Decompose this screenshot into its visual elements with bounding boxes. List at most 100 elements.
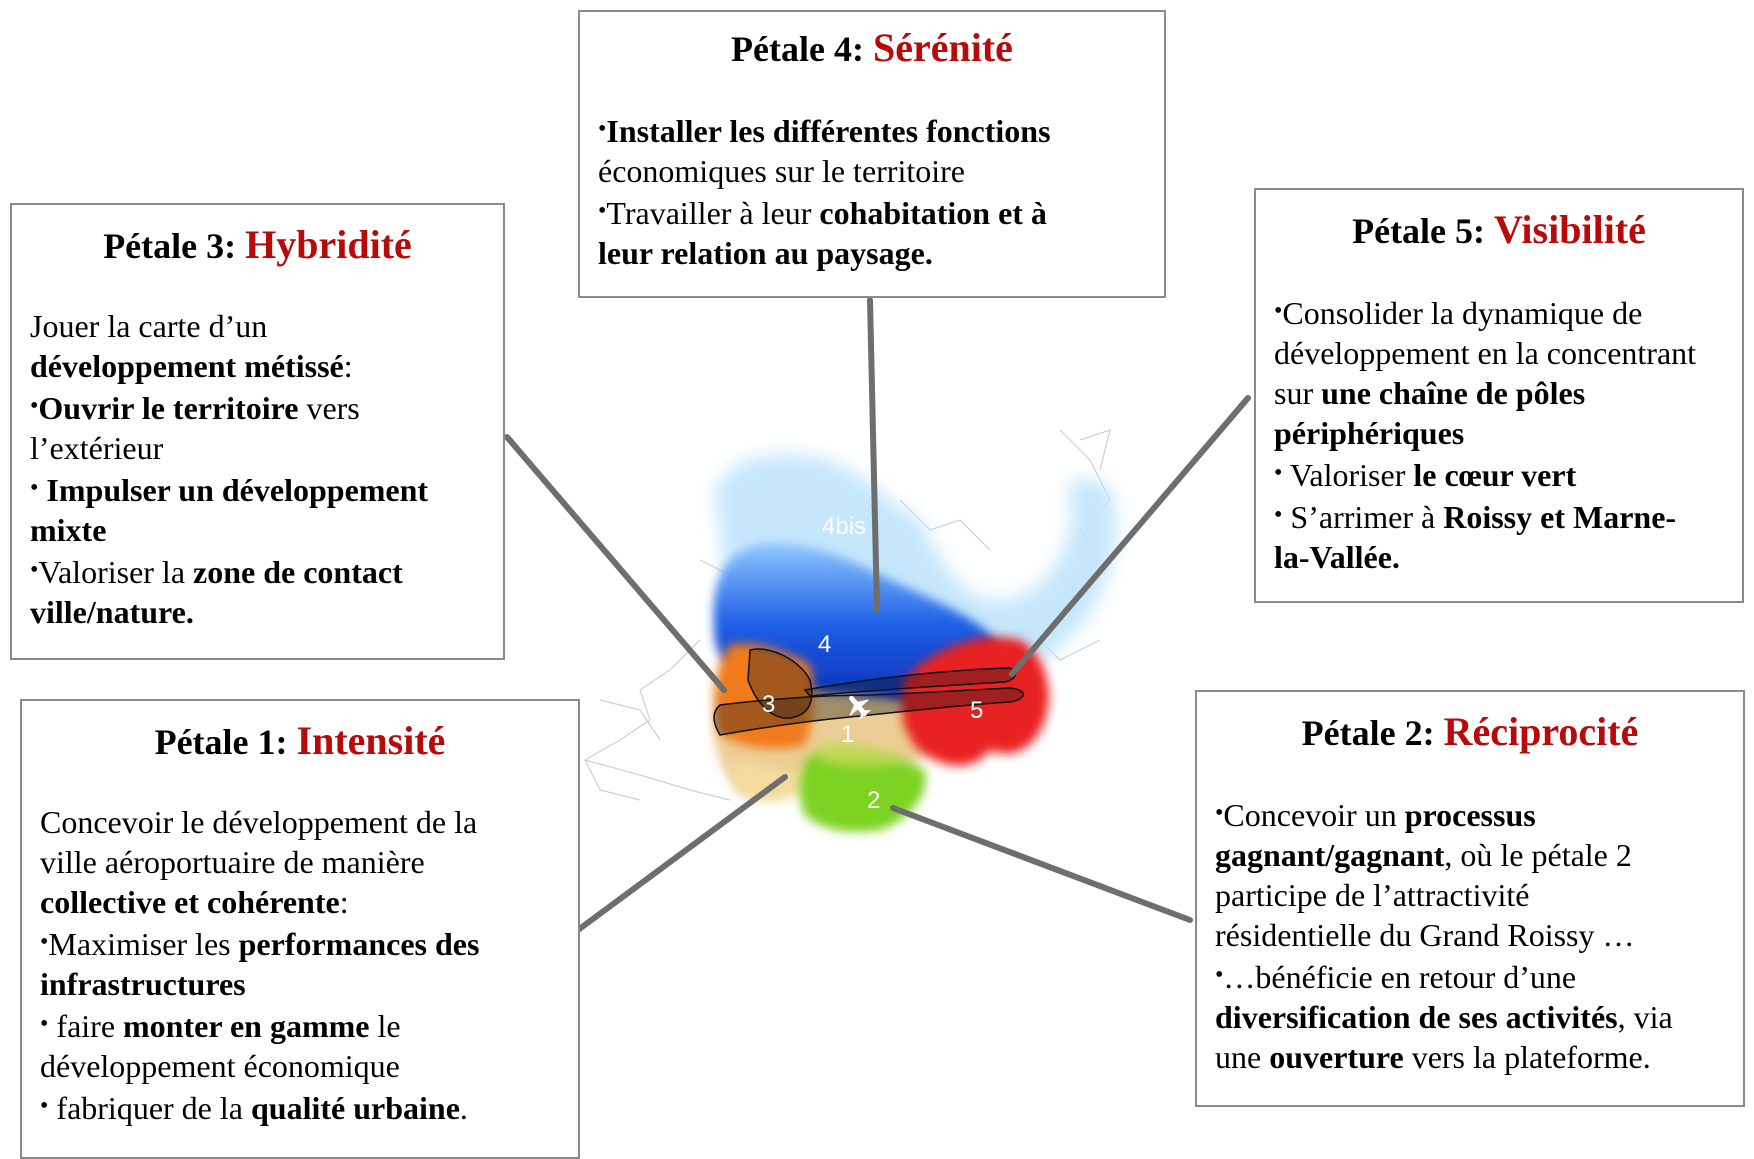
label-1: 1 xyxy=(841,721,854,748)
line-text: résidentielle du Grand Roissy … xyxy=(1215,917,1635,953)
petal-text-line: Concevoir le développement de la xyxy=(40,802,560,842)
connector-lines xyxy=(504,297,1251,933)
line-text: Concevoir le développement de la xyxy=(40,804,478,840)
bullet-icon: • xyxy=(1274,460,1283,486)
petal-5-box: Pétale 5: Visibilité•Consolider la dynam… xyxy=(1254,188,1744,603)
line-text: fabriquer de la xyxy=(48,1090,251,1126)
petal-text-line: •Concevoir un processus xyxy=(1215,793,1725,835)
line-emphasis: périphériques xyxy=(1274,415,1465,451)
label-3: 3 xyxy=(762,691,775,718)
petal-text-line: •Installer les différentes fonctions xyxy=(598,109,1146,151)
petal-text-line: •…bénéficie en retour d’une xyxy=(1215,955,1725,997)
bullet-icon: • xyxy=(1274,502,1283,528)
line-emphasis: leur relation au paysage. xyxy=(598,235,933,271)
line-emphasis: une chaîne de pôles xyxy=(1321,375,1586,411)
line-suffix: : xyxy=(339,884,349,920)
petal-title-keyword: Réciprocité xyxy=(1443,709,1639,754)
line-emphasis: Impulser un développement xyxy=(38,472,429,508)
petal-title-keyword: Intensité xyxy=(296,718,446,763)
bullet-icon: • xyxy=(598,116,607,142)
line-suffix: vers la plateforme. xyxy=(1403,1039,1651,1075)
petal-text-line: •Valoriser la zone de contact xyxy=(30,550,485,592)
line-text: Valoriser la xyxy=(38,554,194,590)
line-text: Travailler à leur xyxy=(606,195,820,231)
petal-text-line: infrastructures xyxy=(40,964,560,1004)
zone-3 xyxy=(714,643,814,749)
petal-title: Pétale 5: Visibilité xyxy=(1274,207,1724,252)
petal-text-line: •Consolider la dynamique de xyxy=(1274,291,1724,333)
line-text: l’extérieur xyxy=(30,430,164,466)
petal-text-line: sur une chaîne de pôles xyxy=(1274,373,1724,413)
line-emphasis: développement métissé xyxy=(30,348,344,384)
bullet-icon: • xyxy=(30,557,39,583)
line-suffix: : xyxy=(343,348,353,384)
petal-text-line: •Ouvrir le territoire vers xyxy=(30,386,485,428)
line-emphasis: qualité urbaine xyxy=(250,1090,460,1126)
petal-text-line: • faire monter en gamme le xyxy=(40,1004,560,1046)
bullet-icon: • xyxy=(1274,298,1283,324)
petal-title-prefix: Pétale 4: xyxy=(731,29,864,69)
bullet-icon: • xyxy=(30,475,39,501)
petal-text-line: diversification de ses activités, via xyxy=(1215,997,1725,1037)
petal-text-line: Jouer la carte d’un xyxy=(30,306,485,346)
bullet-icon: • xyxy=(40,1093,49,1119)
line-emphasis: processus xyxy=(1404,797,1536,833)
line-emphasis: zone de contact xyxy=(193,554,403,590)
bullet-icon: • xyxy=(40,1011,49,1037)
line-suffix: vers xyxy=(298,390,360,426)
line-emphasis: la-Vallée. xyxy=(1274,539,1400,575)
petal-text-line: collective et cohérente: xyxy=(40,882,560,922)
petal-title-prefix: Pétale 5: xyxy=(1352,211,1486,251)
petal-text-line: leur relation au paysage. xyxy=(598,233,1146,273)
line-text: Maximiser les xyxy=(48,926,239,962)
line-text: Concevoir un xyxy=(1223,797,1405,833)
petal-text-line: •Travailler à leur cohabitation et à xyxy=(598,191,1146,233)
petal-text-line: développement économique xyxy=(40,1046,560,1086)
connector-petal-2 xyxy=(890,805,1193,923)
petal-text-line: participe de l’attractivité xyxy=(1215,875,1725,915)
line-text: ville aéroportuaire de manière xyxy=(40,844,425,880)
line-emphasis: le cœur vert xyxy=(1413,457,1577,493)
line-text: économiques sur le territoire xyxy=(598,153,965,189)
petal-title-prefix: Pétale 1: xyxy=(154,722,288,762)
line-suffix: , via xyxy=(1617,999,1673,1035)
label-4bis: 4bis xyxy=(822,513,866,540)
line-emphasis: mixte xyxy=(30,512,107,548)
petal-title-keyword: Visibilité xyxy=(1494,207,1646,252)
line-emphasis: performances des xyxy=(238,926,480,962)
petal-text-line: • S’arrimer à Roissy et Marne- xyxy=(1274,495,1724,537)
line-text: S’arrimer à xyxy=(1282,499,1444,535)
connector-petal-3 xyxy=(504,434,727,693)
petal-text-line: économiques sur le territoire xyxy=(598,151,1146,191)
petal-title: Pétale 1: Intensité xyxy=(40,718,560,763)
bullet-icon: • xyxy=(1215,800,1224,826)
line-emphasis: ouverture xyxy=(1269,1039,1404,1075)
petal-title: Pétale 3: Hybridité xyxy=(30,225,485,267)
petal-title: Pétale 4: Sérénité xyxy=(598,25,1146,70)
line-emphasis: infrastructures xyxy=(40,966,246,1002)
petal-text-line: résidentielle du Grand Roissy … xyxy=(1215,915,1725,955)
line-emphasis: monter en gamme xyxy=(123,1008,370,1044)
petal-text-line: •Maximiser les performances des xyxy=(40,922,560,964)
bullet-icon: • xyxy=(40,929,49,955)
line-text: Jouer la carte d’un xyxy=(30,308,268,344)
petal-text-line: • Impulser un développement xyxy=(30,468,485,510)
line-suffix: le xyxy=(369,1008,401,1044)
petal-title: Pétale 2: Réciprocité xyxy=(1215,709,1725,754)
petal-title-keyword: Sérénité xyxy=(872,25,1013,70)
line-text: développement économique xyxy=(40,1048,400,1084)
petal-text-line: développement métissé: xyxy=(30,346,485,386)
line-text: Consolider la dynamique de xyxy=(1282,295,1643,331)
petal-text-line: • Valoriser le cœur vert xyxy=(1274,453,1724,495)
line-text: …bénéficie en retour d’une xyxy=(1223,959,1577,995)
line-suffix: . xyxy=(459,1090,468,1126)
petal-text-line: ville aéroportuaire de manière xyxy=(40,842,560,882)
petal-text-line: développement en la concentrant xyxy=(1274,333,1724,373)
petal-4-box: Pétale 4: Sérénité •Installer les différe… xyxy=(578,10,1166,298)
label-5: 5 xyxy=(970,697,983,724)
line-text: sur xyxy=(1274,375,1322,411)
zone-2-north xyxy=(820,743,905,767)
